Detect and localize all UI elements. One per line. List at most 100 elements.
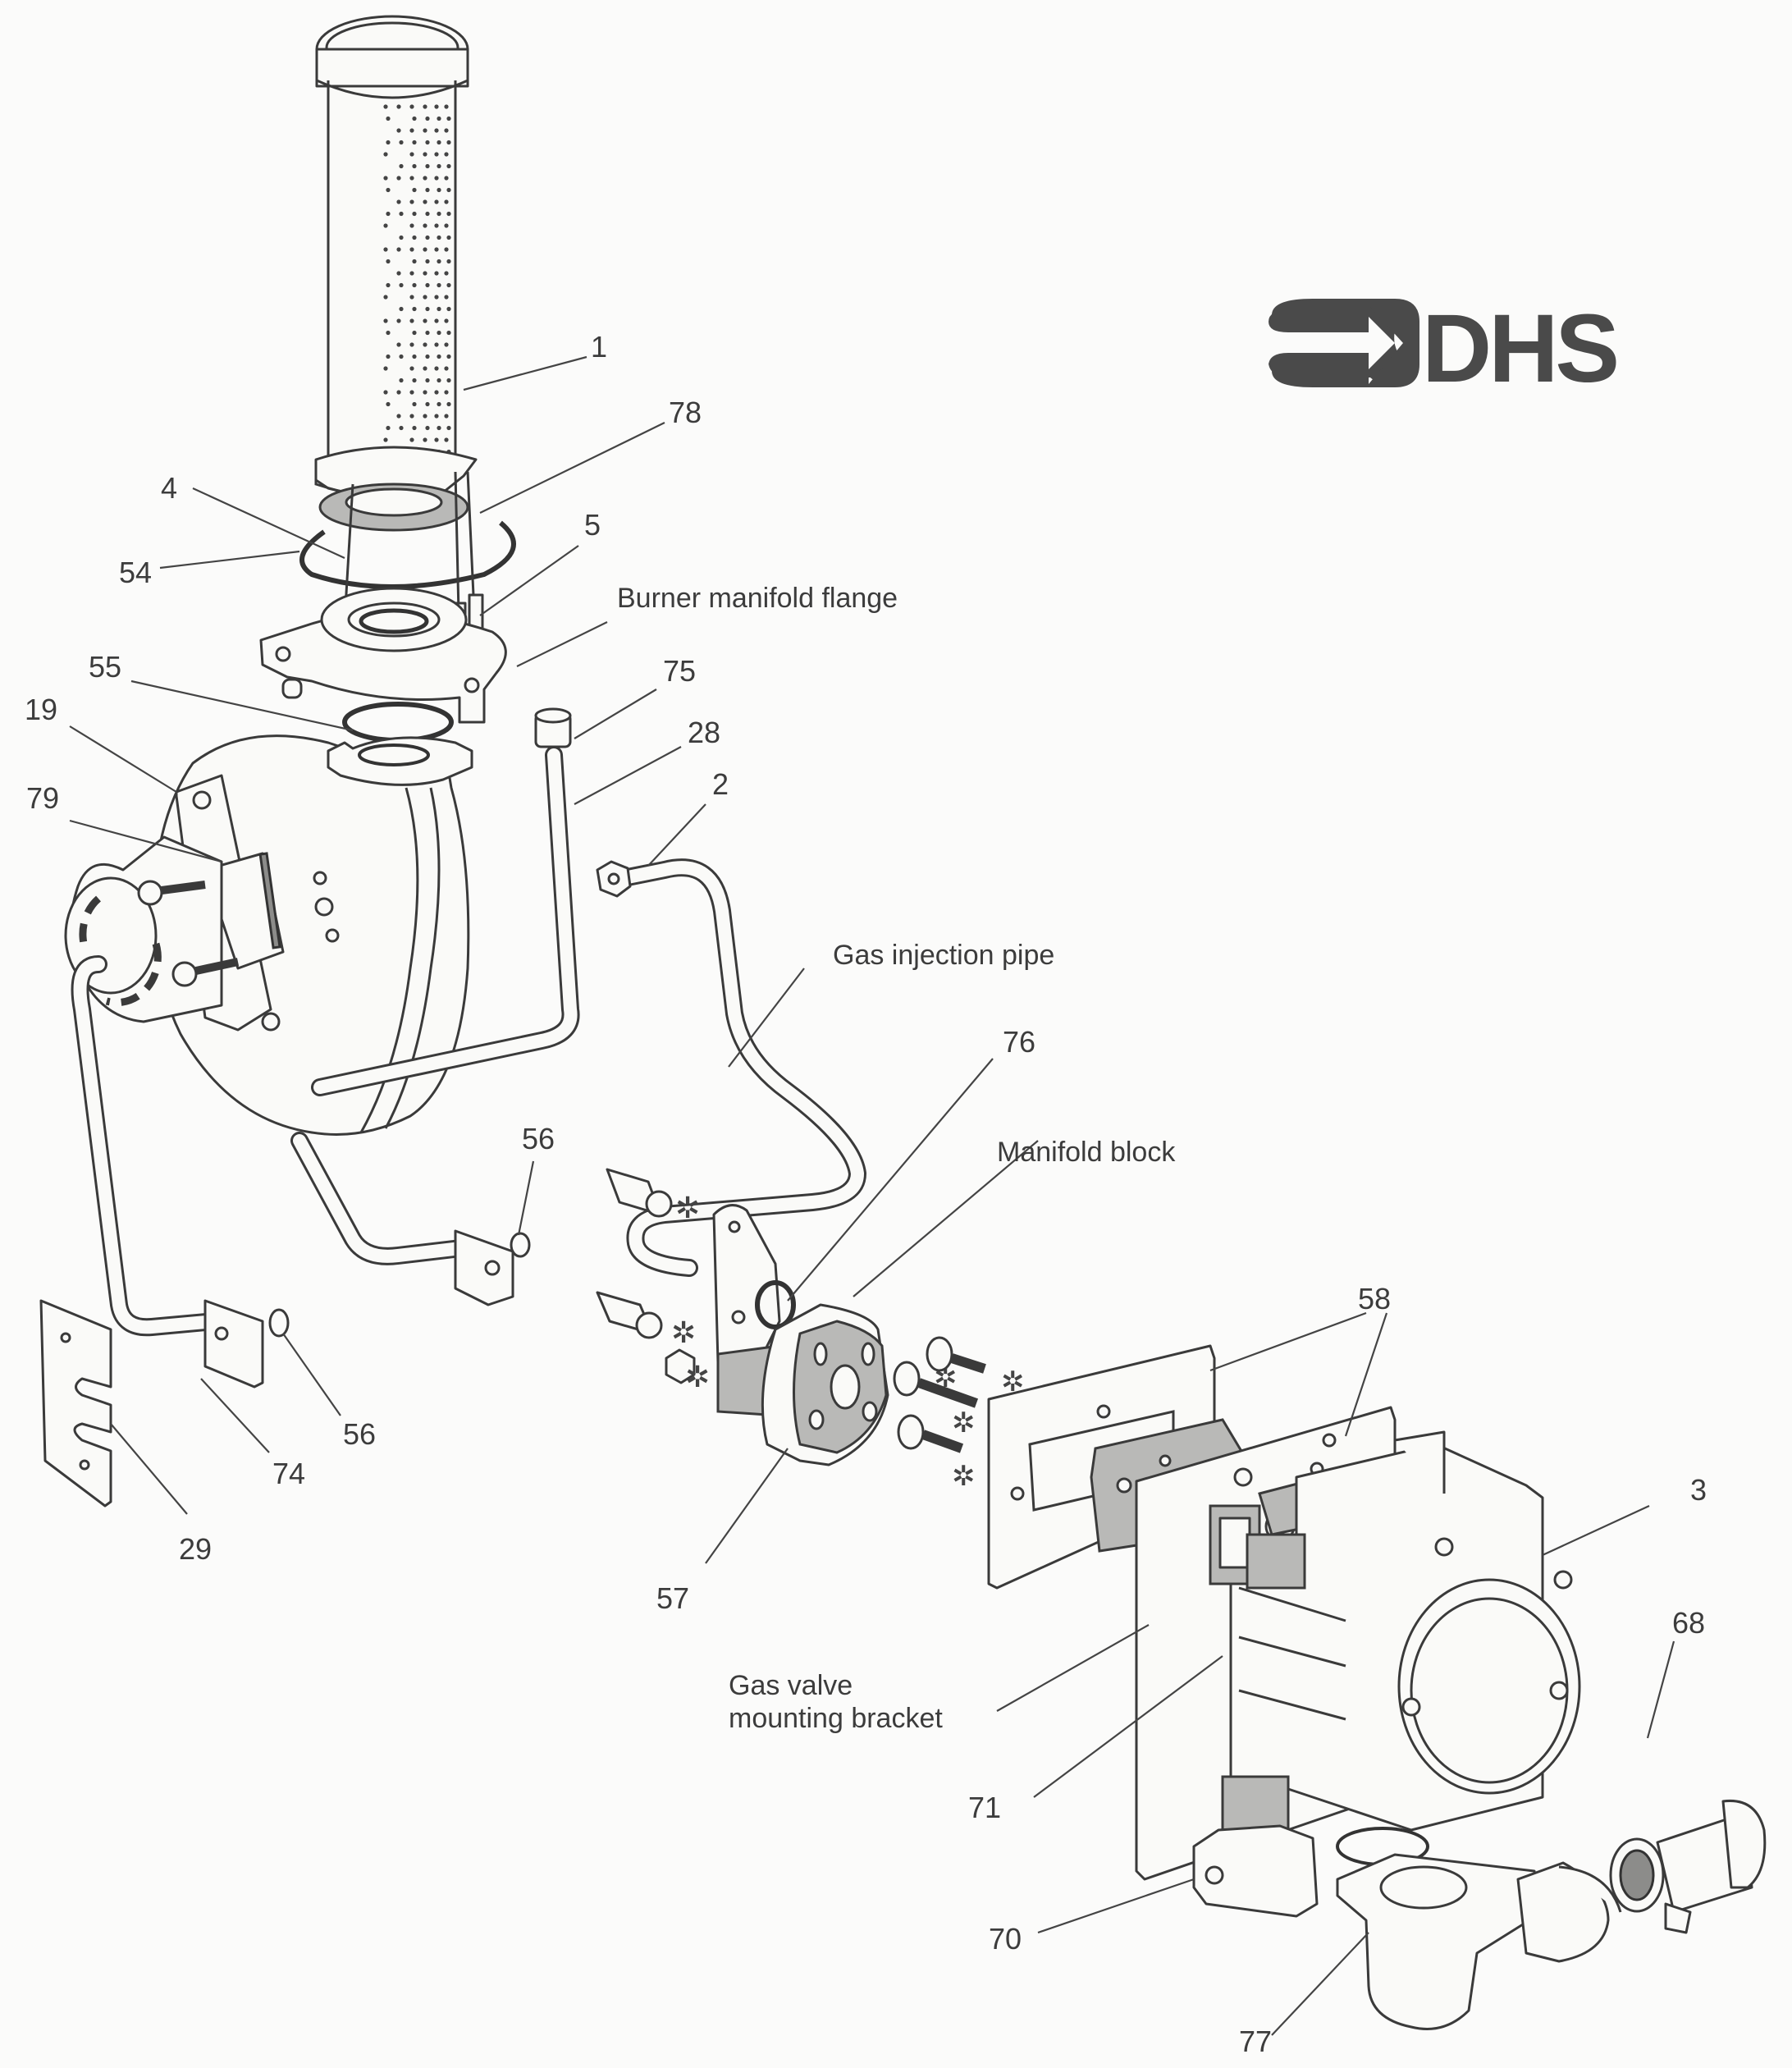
perforation-hole — [446, 425, 451, 431]
leader-flange — [516, 621, 608, 667]
perforation-hole — [444, 271, 449, 276]
leader-70 — [1037, 1878, 1195, 1934]
perforation-hole — [383, 390, 388, 395]
callout-79: 79 — [26, 781, 59, 815]
perforation-hole — [383, 437, 388, 442]
perforation-hole — [399, 140, 404, 145]
callout-28: 28 — [688, 716, 720, 749]
callout-70: 70 — [989, 1922, 1022, 1956]
perforation-hole — [425, 401, 430, 407]
perforation-hole — [409, 318, 414, 323]
perforation-hole — [399, 235, 404, 240]
perforation-hole — [399, 425, 404, 431]
perforation-hole — [425, 306, 430, 312]
perforation-hole — [444, 247, 449, 252]
perforation-hole — [399, 282, 404, 288]
perforation-hole — [434, 199, 439, 204]
perforation-hole — [434, 104, 439, 109]
perforation-hole — [434, 295, 439, 300]
perforation-hole — [437, 354, 441, 359]
perforation-hole — [383, 104, 388, 109]
perforation-hole — [396, 342, 401, 347]
leader-28 — [574, 746, 682, 805]
sealing-ring-54 — [299, 520, 516, 589]
perforation-hole — [423, 295, 427, 300]
perforation-hole — [444, 342, 449, 347]
perforation-hole — [409, 390, 414, 395]
perforation-hole — [444, 295, 449, 300]
leader-3 — [1542, 1505, 1650, 1556]
perforation-hole — [444, 176, 449, 181]
callout-4: 4 — [161, 471, 177, 505]
nut-75 — [534, 707, 572, 748]
perforation-hole — [412, 306, 417, 312]
perforation-hole — [446, 258, 451, 264]
perforation-hole — [399, 377, 404, 383]
perforation-hole — [386, 401, 391, 407]
perforation-hole — [386, 211, 391, 217]
gas-valve-3 — [1192, 1430, 1581, 1918]
star-washer-icon: ✲ — [675, 1191, 700, 1224]
perforation-hole — [425, 354, 430, 359]
perforation-hole — [446, 330, 451, 336]
leader-57 — [705, 1448, 789, 1564]
manifold-block — [712, 1204, 889, 1466]
screw-icon — [137, 880, 163, 906]
perforation-hole — [412, 163, 417, 169]
perforation-hole — [444, 366, 449, 371]
leader-bracket — [996, 1624, 1150, 1712]
perforation-hole — [437, 282, 441, 288]
perforation-hole — [396, 199, 401, 204]
perforation-hole — [386, 187, 391, 193]
perforation-hole — [423, 247, 427, 252]
perforation-hole — [434, 414, 439, 419]
perforation-hole — [434, 318, 439, 323]
caption-gas-injection-pipe: Gas injection pipe — [833, 940, 1054, 971]
perforation-hole — [423, 414, 427, 419]
perforation-hole — [412, 187, 417, 193]
perforation-hole — [409, 271, 414, 276]
perforation-hole — [396, 390, 401, 395]
perforation-hole — [412, 401, 417, 407]
perforation-hole — [446, 401, 451, 407]
perforation-hole — [386, 354, 391, 359]
perforation-hole — [386, 282, 391, 288]
perforation-hole — [434, 176, 439, 181]
perforation-hole — [412, 425, 417, 431]
callout-29: 29 — [179, 1532, 212, 1566]
perforation-hole — [396, 414, 401, 419]
perforation-hole — [425, 282, 430, 288]
perforation-hole — [409, 414, 414, 419]
perforation-hole — [425, 116, 430, 121]
burner-tube — [314, 15, 478, 502]
perforation-hole — [386, 116, 391, 121]
caption-gas-valve-line1: Gas valve — [729, 1670, 853, 1701]
perforation-hole — [383, 152, 388, 157]
perforation-hole — [383, 295, 388, 300]
perforation-hole — [383, 318, 388, 323]
leader-71 — [1033, 1655, 1223, 1798]
pipe-74 — [71, 955, 224, 1337]
perforation-hole — [437, 140, 441, 145]
perforation-hole — [437, 377, 441, 383]
perforation-hole — [444, 128, 449, 133]
pipe-28 — [290, 746, 580, 1265]
pipe-end-plate-left — [203, 1299, 264, 1389]
screw-icon — [171, 961, 198, 987]
perforation-hole — [386, 140, 391, 145]
callout-58: 58 — [1358, 1282, 1391, 1315]
perforation-hole — [412, 282, 417, 288]
fan-assembly-19 — [153, 734, 473, 1136]
perforation-hole — [409, 128, 414, 133]
perforation-hole — [412, 116, 417, 121]
perforation-hole — [425, 425, 430, 431]
perforation-hole — [434, 223, 439, 228]
perforation-hole — [434, 342, 439, 347]
leader-2 — [647, 803, 706, 867]
perforation-hole — [399, 354, 404, 359]
perforation-hole — [446, 306, 451, 312]
callout-1: 1 — [591, 330, 607, 364]
perforation-hole — [446, 377, 451, 383]
perforation-hole — [423, 223, 427, 228]
perforation-hole — [446, 140, 451, 145]
